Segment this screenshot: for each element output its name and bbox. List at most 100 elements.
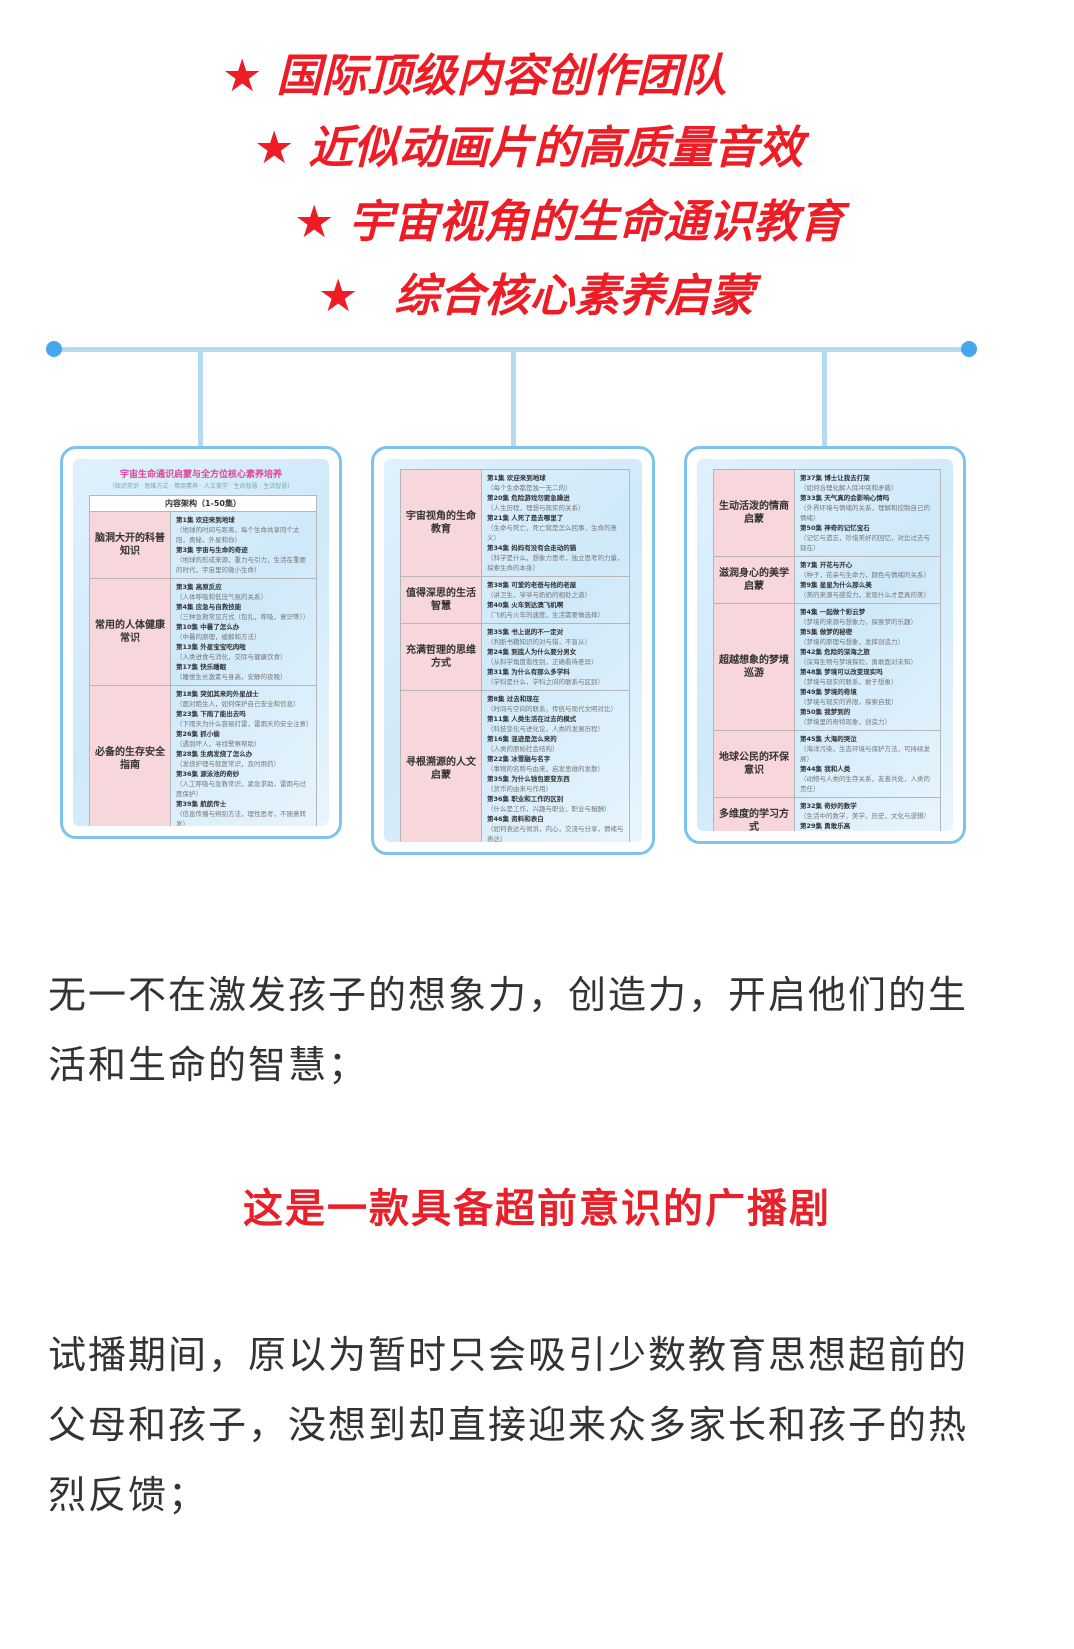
episode-title: 第1集 欢迎来到地球 (176, 516, 235, 524)
category-cell: 生动活泼的情商启蒙 (714, 470, 795, 556)
episode-description: （记忆与遗忘，珍惜美好的回忆，对比过去与现在） (800, 534, 930, 552)
connector-horizontal (54, 347, 968, 352)
episode-description: （人类的原始社会结构） (487, 745, 559, 753)
card-subtitle: （知识常识 · 思维方式 · 情商素养 · 人文美学 · 生命智慧 · 生活智慧… (108, 483, 294, 490)
connector-dot-left (46, 341, 62, 357)
episode-description: （面对陌生人，如何保护自己安全和信息） (176, 700, 300, 708)
content-table: 生动活泼的情商启蒙第37集 博士让我去打架（如何合理化解人际冲突和矛盾）第33集… (713, 469, 941, 831)
episode-description: （种子，花朵与生命力，颜色与情绪的关系） (800, 571, 930, 579)
episode-list: 第4集 一起做个彩云梦（梦境的来源与想象力，探索梦的乐趣）第5集 做梦的秘密（梦… (795, 604, 940, 730)
connector-dot-right (961, 341, 977, 357)
content-table: 宇宙视角的生命教育第1集 欢迎来到地球（每个生命都是独一无二的）第20集 危险游… (400, 469, 630, 842)
episode-title: 第40集 火车到达澳飞机啊 (487, 601, 564, 609)
episode-list: 第1集 欢迎来到地球（地球的时间与距离，每个生命共享同个太阳，奥秘，外星和你）第… (171, 512, 316, 578)
episode-description: （三种急救常见方式（包扎，呼吸，意识等）） (176, 613, 310, 621)
emphasis-heading: 这是一款具备超前意识的广播剧 (243, 1186, 831, 1232)
episode-description: （事物的名称与由来，启发思维的发散） (487, 765, 604, 773)
table-row: 寻根溯源的人文启蒙第8集 过去和现在（时间与空间的联系，传统与现代文明对比）第1… (401, 690, 629, 842)
episode-description: （地球的时间与距离，每个生命共享同个太阳，奥秘，外星和你） (176, 526, 300, 544)
headline-text: 近似动画片的高质量音效 (308, 121, 804, 174)
episode-description: （飞机与火车的速度，生活需要做选择） (487, 611, 604, 619)
episode-title: 第4集 一起做个彩云梦 (800, 608, 866, 616)
category-cell: 地球公民的环保意识 (714, 731, 795, 797)
episode-description: （生活中的数学，美学，历史，文化与逻辑） (800, 812, 930, 820)
episode-title: 第35集 书上说的不一定对 (487, 628, 564, 636)
content-card-3: 生动活泼的情商启蒙第37集 博士让我去打架（如何合理化解人际冲突和矛盾）第33集… (684, 446, 966, 844)
episode-title: 第23集 下雨了能出去吗 (176, 710, 246, 718)
episode-title: 第28集 生病发烧了怎么办 (176, 750, 253, 758)
star-icon: ★ (254, 121, 295, 174)
episode-title: 第39集 航航传士 (176, 800, 227, 808)
episode-description: （科技变化与进化论，人类的发展历程） (487, 725, 604, 733)
category-cell: 宇宙视角的生命教育 (401, 470, 482, 576)
card-image: 宇宙生命通识启蒙与全方位核心素养培养 （知识常识 · 思维方式 · 情商素养 ·… (73, 459, 329, 826)
episode-description: （生命与死亡，死亡就是怎么回事，生命的意义） (487, 524, 617, 542)
episode-title: 第49集 梦境的奇境 (800, 688, 857, 696)
episode-description: （下雨天为什么容易打雷，雷雨天的安全注意） (176, 720, 313, 728)
episode-title: 第9集 星星为什么那么美 (800, 581, 872, 589)
episode-title: 第45集 大海的哭泣 (800, 735, 857, 743)
episode-description: （梦境的原理与想象，发挥创造力） (800, 638, 904, 646)
episode-description: （人体呼吸和低压气氛的关系） (176, 593, 267, 601)
headline-4: ★ 综合核心素养启蒙 (318, 268, 1074, 324)
category-cell: 寻根溯源的人文启蒙 (401, 691, 482, 842)
episode-title: 第26集 抓小偷 (176, 730, 220, 738)
star-icon: ★ (222, 49, 263, 102)
episode-description: （中暑的原理，缓解和方法） (176, 633, 261, 641)
episode-title: 第13集 外星宝宝吃肉啦 (176, 643, 246, 651)
episode-title: 第5集 做梦的秘密 (800, 628, 853, 636)
episode-list: 第38集 可爱的老爸与他的老屋（讲卫生，爷爷与奶奶的相处之道）第40集 火车到达… (482, 577, 629, 623)
table-header: 内容架构（1-50集） (90, 495, 316, 511)
episode-title: 第50集 我梦到的 (800, 708, 851, 716)
content-card-1: 宇宙生命通识启蒙与全方位核心素养培养 （知识常识 · 思维方式 · 情商素养 ·… (60, 446, 342, 839)
episode-description: （人工呼吸与急救常识，紧急求助，雷雨与过度保护） (176, 780, 306, 798)
episode-title: 第34集 妈妈有没有会走动的猫 (487, 544, 577, 552)
star-icon: ★ (318, 269, 359, 322)
episode-description: （人生历程，理想与现实的关系） (487, 504, 585, 512)
episode-list: 第45集 大海的哭泣（海洋污染，生态环境与保护方法，可持续发展）第44集 我和人… (795, 731, 940, 797)
episode-title: 第17集 快乐睡眠 (176, 663, 227, 671)
table-row: 值得深思的生活智慧第38集 可爱的老爸与他的老屋（讲卫生，爷爷与奶奶的相处之道）… (401, 576, 629, 623)
table-row: 宇宙视角的生命教育第1集 欢迎来到地球（每个生命都是独一无二的）第20集 危险游… (401, 469, 629, 576)
episode-title: 第8集 过去和现在 (487, 695, 540, 703)
episode-description: （如何合理化解人际冲突和矛盾） (800, 484, 898, 492)
episode-description: （外界环境与情绪的关系，理解和控制自己的情绪） (800, 504, 930, 522)
episode-description: （美的来源与感受力，发现什么才是真的美） (800, 591, 930, 599)
episode-title: 第42集 危险的深海之旅 (800, 648, 870, 656)
table-row: 滋润身心的美学启蒙第7集 开花与开心 （种子，花朵与生命力，颜色与情绪的关系） 第9… (714, 556, 940, 603)
card-image: 生动活泼的情商启蒙第37集 博士让我去打架（如何合理化解人际冲突和矛盾）第33集… (697, 459, 953, 831)
headline-text: 综合核心素养启蒙 (394, 269, 755, 322)
table-row: 充满哲理的思维方式第35集 书上说的不一定对（判断书籍知识的对与错，不盲从）第2… (401, 623, 629, 690)
episode-title: 第4集 应急与自救技能 (176, 603, 242, 611)
star-icon: ★ (294, 195, 335, 248)
episode-title: 第18集 突如其来的外星战士 (176, 690, 259, 698)
headline-text: 国际顶级内容创作团队 (276, 49, 727, 102)
episode-title: 第32集 奇妙的数学 (800, 802, 857, 810)
headline-1: ★国际顶级内容创作团队 (222, 48, 1074, 104)
category-cell: 常用的人体健康常识 (90, 579, 171, 685)
episode-description: （梦境与现实的界限，探索自我） (800, 698, 898, 706)
episode-title: 第24集 到底人为什么要分男女 (487, 648, 577, 656)
headline-3: ★宇宙视角的生命通识教育 (294, 194, 1074, 250)
category-cell: 滋润身心的美学启蒙 (714, 557, 795, 603)
episode-list: 第18集 突如其来的外星战士 （面对陌生人，如何保护自己安全和信息） 第23集 下雨… (171, 686, 316, 826)
episode-title: 第48集 梦境可以改变现实吗 (800, 668, 883, 676)
episode-title: 第46集 资料和表白 (487, 815, 544, 823)
table-row: 地球公民的环保意识第45集 大海的哭泣（海洋污染，生态环境与保护方法，可持续发展… (714, 730, 940, 797)
episode-title: 第21集 人死了是去哪里了 (487, 514, 564, 522)
episode-title: 第36集 职业和工作的区别 (487, 795, 564, 803)
episode-description: （学科是什么，学科之间的联系与区别） (487, 678, 604, 686)
episode-description: （货币的由来与作用） (487, 785, 552, 793)
episode-title: 第10集 中暑了怎么办 (176, 623, 240, 631)
episode-description: （时间与空间的联系，传统与现代文明对比） (487, 705, 617, 713)
episode-title: 第22集 冰雪融与名字 (487, 755, 551, 763)
table-row: 常用的人体健康常识第3集 高原反应（人体呼吸和低压气氛的关系）第4集 应急与自救… (90, 578, 316, 685)
episode-description: （如何表达与倾诉，内心，交流与分享，情绪与表达） (487, 825, 624, 842)
episode-title: 第20集 危险游戏勿要急躁进 (487, 494, 570, 502)
card-title: 宇宙生命通识启蒙与全方位核心素养培养 (119, 470, 282, 480)
episode-title: 第7集 开花与开心 (800, 561, 853, 569)
headline-text: 宇宙视角的生命通识教育 (348, 195, 844, 248)
episode-description: （动物与人类的生存关系，友善共处，人类的责任） (800, 775, 930, 793)
episode-list: 第32集 奇妙的数学（生活中的数学，美学，历史，文化与逻辑）第29集 勇敢乐高（… (795, 798, 940, 831)
episode-list: 第7集 开花与开心 （种子，花朵与生命力，颜色与情绪的关系） 第9集 星星为什么那么… (795, 557, 940, 603)
